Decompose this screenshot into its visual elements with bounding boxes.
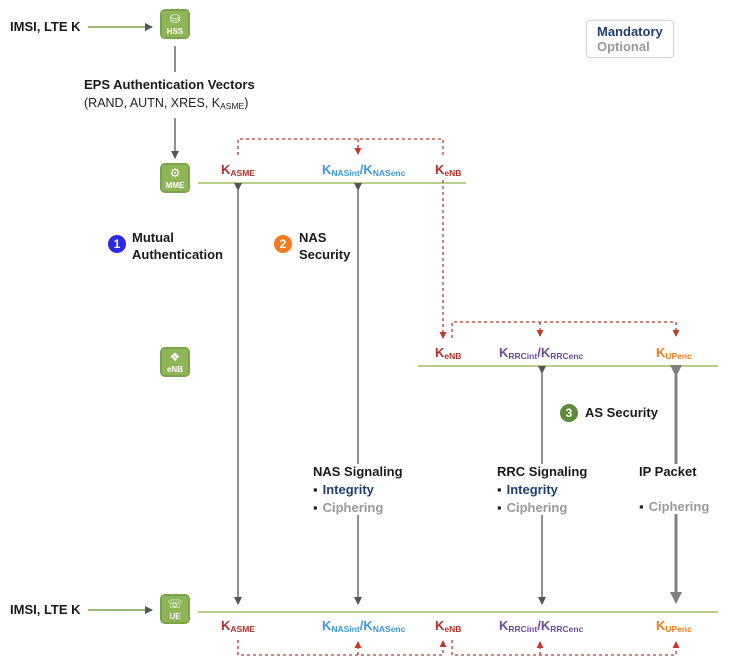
key-letter: K [221, 162, 231, 177]
rrc-ciphering: Ciphering [497, 500, 587, 515]
key-subscript: RRCenc [550, 351, 584, 361]
step-2-badge: 2 [274, 235, 292, 253]
database-icon: ⛁ [169, 12, 181, 26]
key-letter: K [499, 345, 509, 360]
key-subscript: NASint [331, 168, 360, 178]
rrc-signaling-title: RRC Signaling [497, 464, 588, 479]
key-subscript: UPenc [665, 351, 692, 361]
key-slash: / [359, 162, 364, 177]
step-1-line2: Authentication [132, 247, 223, 262]
enb-key-upenc: KUPenc [656, 345, 692, 361]
key-subscript: eNB [444, 624, 462, 634]
key-letter: K [499, 618, 509, 633]
ip-ciphering: Ciphering [639, 499, 710, 514]
rrc-integrity: Integrity [497, 482, 587, 497]
key-letter: K [221, 618, 231, 633]
ue-node-label: UE [169, 612, 181, 621]
key-letter: K [363, 162, 373, 177]
step-2-line2: Security [299, 247, 351, 262]
key-subscript: eNB [444, 351, 462, 361]
enb-key-enb: KeNB [435, 345, 461, 361]
step-1-line1: Mutual [132, 230, 174, 245]
ue-derivation-dashed-right [451, 640, 680, 656]
eps-vectors-title: EPS Authentication Vectors [84, 77, 255, 92]
key-subscript: ASME [230, 624, 255, 634]
mme-node: ⚙ MME [160, 163, 190, 193]
enb-key-rrc: KRRCint/KRRCenc [499, 345, 583, 361]
eps-vectors-detail-text: (RAND, AUTN, XRES, K [84, 96, 221, 110]
mme-key-nas: KNASint/KNASenc [322, 162, 405, 178]
hss-node-label: HSS [166, 27, 184, 36]
key-letter: K [322, 618, 332, 633]
key-letter: K [435, 162, 445, 177]
eps-vectors-detail-close: ) [244, 96, 249, 110]
key-letter: K [540, 618, 551, 633]
key-letter: K [322, 162, 332, 177]
key-letter: K [363, 618, 373, 633]
key-letter: K [656, 618, 666, 633]
step-2-label: NAS Security [299, 229, 350, 263]
nas-signaling-title: NAS Signaling [313, 464, 403, 479]
key-letter: K [435, 618, 445, 633]
ue-key-asme: KASME [221, 618, 255, 634]
ip-packet-block: IP Packet Ciphering [637, 464, 712, 514]
key-letter: K [540, 345, 551, 360]
ip-packet-title: IP Packet [639, 464, 697, 479]
ue-node: ☏ UE [160, 594, 190, 624]
key-subscript: RRCint [508, 624, 538, 634]
key-subscript: RRCenc [550, 624, 584, 634]
step-3-label: AS Security [585, 405, 658, 420]
key-subscript: NASint [331, 624, 360, 634]
eps-vectors-detail: (RAND, AUTN, XRES, KASME) [84, 96, 255, 111]
mme-derivation-dashed [237, 138, 444, 155]
antenna-icon: ❖ [169, 350, 181, 364]
ue-key-nas: KNASint/KNASenc [322, 618, 405, 634]
enb-node: ❖ eNB [160, 347, 190, 377]
nas-signaling-block: NAS Signaling Integrity Ciphering [311, 464, 405, 515]
nas-ciphering: Ciphering [313, 500, 403, 515]
key-letter: K [435, 345, 445, 360]
enb-node-label: eNB [166, 365, 183, 374]
step-3-badge: 3 [560, 404, 578, 422]
mme-key-asme: KASME [221, 162, 255, 178]
key-slash: / [537, 345, 541, 360]
key-slash: / [359, 618, 364, 633]
ue-key-rrc: KRRCint/KRRCenc [499, 618, 583, 634]
key-subscript: eNB [444, 168, 462, 178]
ip-packet-spacer [639, 479, 709, 499]
ue-input-label: IMSI, LTE K [10, 602, 81, 617]
legend: Mandatory Optional [586, 20, 674, 58]
legend-optional: Optional [597, 39, 650, 54]
eps-vectors-detail-sub: ASME [220, 101, 245, 111]
key-subscript: NASenc [372, 624, 406, 634]
key-subscript: UPenc [665, 624, 692, 634]
key-subscript: NASenc [372, 168, 406, 178]
ue-key-upenc: KUPenc [656, 618, 692, 634]
key-subscript: ASME [230, 168, 255, 178]
key-subscript: RRCint [508, 351, 538, 361]
phone-icon: ☏ [167, 597, 183, 611]
hss-input-label: IMSI, LTE K [10, 19, 81, 34]
ue-key-enb: KeNB [435, 618, 461, 634]
step-2-line1: NAS [299, 230, 327, 245]
key-letter: K [656, 345, 666, 360]
ue-derivation-dashed-left [237, 640, 447, 656]
step-1-badge: 1 [108, 235, 126, 253]
enb-derivation-dashed [451, 321, 680, 338]
nas-integrity: Integrity [313, 482, 403, 497]
legend-mandatory: Mandatory [597, 24, 663, 39]
eps-vectors-label: EPS Authentication Vectors (RAND, AUTN, … [84, 77, 255, 111]
hss-node: ⛁ HSS [160, 9, 190, 39]
mme-node-label: MME [165, 181, 185, 190]
key-slash: / [537, 618, 541, 633]
gear-icon: ⚙ [169, 166, 181, 180]
mme-key-enb: KeNB [435, 162, 461, 178]
rrc-signaling-block: RRC Signaling Integrity Ciphering [495, 464, 590, 515]
